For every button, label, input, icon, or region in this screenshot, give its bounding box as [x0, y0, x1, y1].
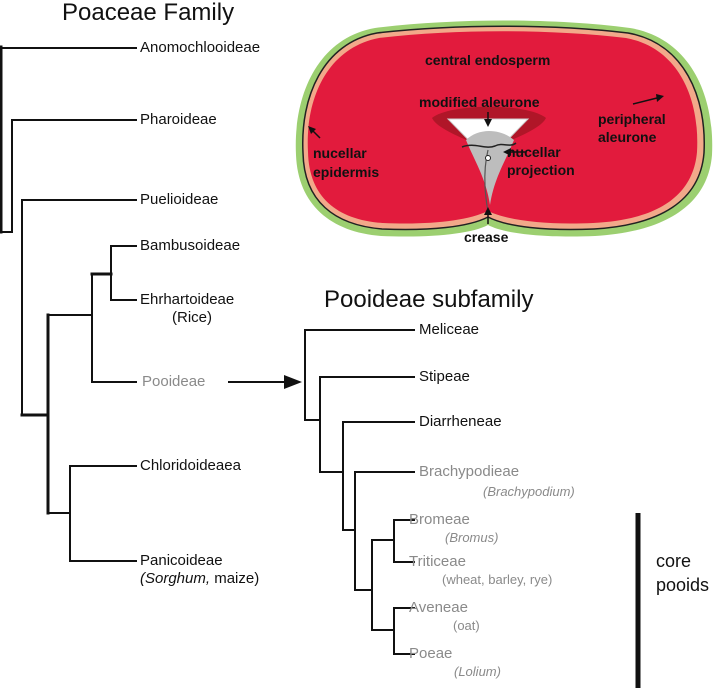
label-poeae-note: (Lolium)	[454, 664, 501, 679]
label-brachypodieae-note: (Brachypodium)	[483, 484, 575, 499]
label-central-endosperm: central endosperm	[425, 52, 551, 68]
label-panicoideae: Panicoideae	[140, 552, 223, 569]
core-pooids-line1: core	[656, 551, 692, 571]
poaceae-tree	[0, 45, 137, 562]
label-nucellar-epidermis-2: epidermis	[313, 164, 380, 180]
label-pooideae: Pooideae	[142, 373, 206, 390]
node-pharoideae	[0, 119, 13, 233]
label-pharoideae: Pharoideae	[140, 111, 217, 128]
note-sorghum: (Sorghum,	[140, 570, 211, 587]
label-nucellar-projection-1: nucellar	[507, 144, 561, 160]
label-poeae: Poeae	[409, 645, 453, 662]
pooideae-tree	[304, 329, 415, 655]
label-chloridoideae: Chloridoideaea	[140, 457, 241, 474]
label-nucellar-projection-2: projection	[507, 162, 575, 178]
label-modified-aleurone: modified aleurone	[419, 94, 540, 110]
label-triticeae-note: (wheat, barley, rye)	[442, 572, 553, 587]
label-ehrhartoideae: Ehrhartoideae	[140, 291, 235, 308]
pooideae-arrow	[228, 375, 302, 389]
label-peripheral-aleurone-1: peripheral	[598, 111, 666, 127]
core-pooids-line2: pooids	[656, 575, 710, 595]
label-crease: crease	[464, 229, 509, 245]
nucellar-projection	[466, 131, 514, 205]
grain-cross-section	[295, 20, 713, 237]
label-meliceae: Meliceae	[419, 321, 480, 338]
label-triticeae: Triticeae	[409, 553, 466, 570]
label-brachypodieae: Brachypodieae	[419, 463, 520, 480]
label-aveneae: Aveneae	[409, 599, 468, 616]
label-aveneae-note: (oat)	[453, 618, 480, 633]
vascular-trace	[461, 142, 517, 148]
pooideae-subfamily-title: Pooideae subfamily	[324, 286, 534, 313]
label-bambusoideae: Bambusoideae	[140, 237, 241, 254]
label-puelioideae: Puelioideae	[140, 191, 219, 208]
label-bromeae-note: (Bromus)	[445, 530, 499, 545]
note-maize: maize)	[210, 570, 260, 587]
label-ehrhartoideae-note: (Rice)	[172, 309, 212, 326]
vascular-bundle	[485, 155, 491, 161]
label-stipeae: Stipeae	[419, 368, 470, 385]
label-anomochlooideae: Anomochlooideae	[140, 39, 261, 56]
poaceae-family-title: Poaceae Family	[62, 0, 235, 26]
label-nucellar-epidermis-1: nucellar	[313, 145, 367, 161]
label-peripheral-aleurone-2: aleurone	[598, 129, 657, 145]
arrow-peripheral-aleurone	[632, 97, 658, 105]
label-diarrheneae: Diarrheneae	[419, 413, 502, 430]
label-panicoideae-note: (Sorghum, maize)	[140, 570, 259, 588]
label-bromeae: Bromeae	[409, 511, 470, 528]
